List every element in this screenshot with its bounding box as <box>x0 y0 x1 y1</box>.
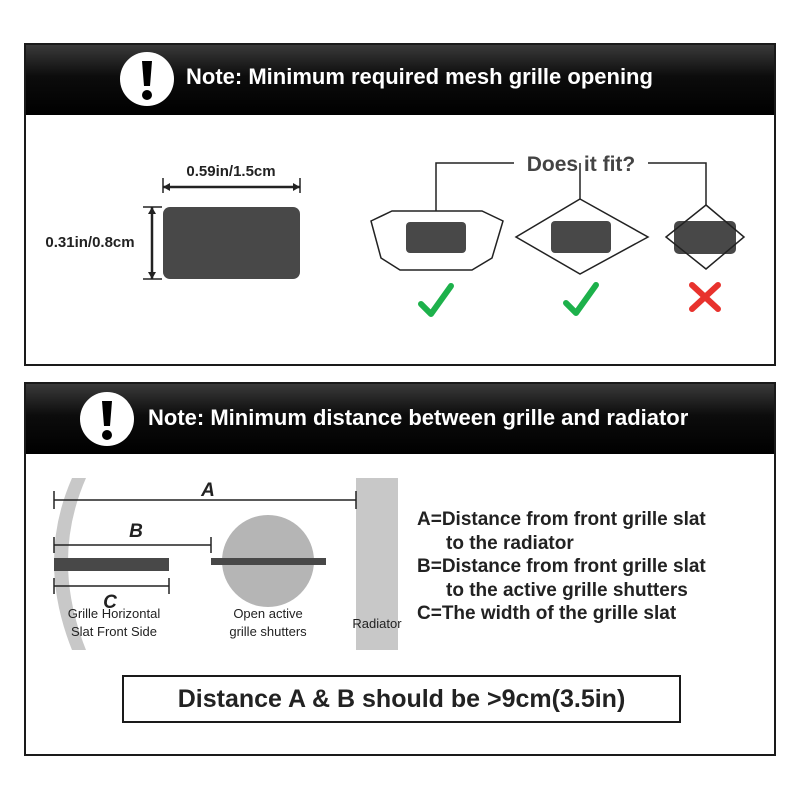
panel-title: Note: Minimum distance between grille an… <box>148 405 689 430</box>
legend-a: A=Distance from front grille slat <box>417 509 706 530</box>
distance-diagram: A B C Grille Horizontal Slat Front Side … <box>53 478 402 650</box>
small-diamond-option <box>664 204 746 312</box>
fit-question: Does it fit? <box>527 153 636 176</box>
dimension-a: A <box>53 480 357 509</box>
exclamation-icon <box>80 392 134 446</box>
fit-diagram: 0.59in/1.5cm 0.31in/0.8cm Does it fit? <box>45 153 746 317</box>
distance-panel: Note: Minimum distance between grille an… <box>24 382 776 756</box>
panel-header: Note: Minimum required mesh grille openi… <box>26 45 774 115</box>
dimension-c: C <box>53 578 170 613</box>
panel-title: Note: Minimum required mesh grille openi… <box>186 64 653 89</box>
svg-text:C: C <box>103 592 117 613</box>
exclamation-icon <box>120 52 174 106</box>
shutter-label: Open active <box>233 606 302 621</box>
mesh-opening-panel: Note: Minimum required mesh grille openi… <box>24 43 776 366</box>
swatch-dimension-group: 0.59in/1.5cm 0.31in/0.8cm <box>45 163 301 280</box>
dimension-b: B <box>53 521 212 553</box>
legend-b-cont: to the active grille shutters <box>446 579 688 601</box>
cross-icon <box>689 282 721 312</box>
grille-slat <box>54 558 169 571</box>
radiator-label: Radiator <box>352 616 402 631</box>
check-icon <box>418 283 454 317</box>
legend-b: B=Distance from front grille slat <box>417 556 706 577</box>
shutter-bar <box>211 558 326 565</box>
radiator-block <box>356 478 398 650</box>
dimension-legend: A=Distance from front grille slat to the… <box>417 508 706 626</box>
slat-label: Slat Front Side <box>71 624 157 639</box>
svg-text:A: A <box>200 480 215 501</box>
legend-c: C=The width of the grille slat <box>417 603 677 624</box>
diamond-option <box>514 198 650 316</box>
summary-box: Distance A & B should be >9cm(3.5in) <box>122 675 681 723</box>
shutter-label: grille shutters <box>229 624 307 639</box>
svg-text:B: B <box>129 521 143 542</box>
hexagon-option <box>370 210 504 317</box>
legend-a-cont: to the radiator <box>446 532 574 554</box>
check-icon <box>563 282 599 316</box>
width-label: 0.59in/1.5cm <box>186 163 275 180</box>
question-connectors: Does it fit? <box>435 153 707 211</box>
opening-swatch <box>163 207 300 279</box>
panel-header: Note: Minimum distance between grille an… <box>26 384 774 454</box>
slat-label: Grille Horizontal <box>68 606 161 621</box>
grille-front-curve <box>54 478 86 650</box>
height-label: 0.31in/0.8cm <box>45 234 134 251</box>
